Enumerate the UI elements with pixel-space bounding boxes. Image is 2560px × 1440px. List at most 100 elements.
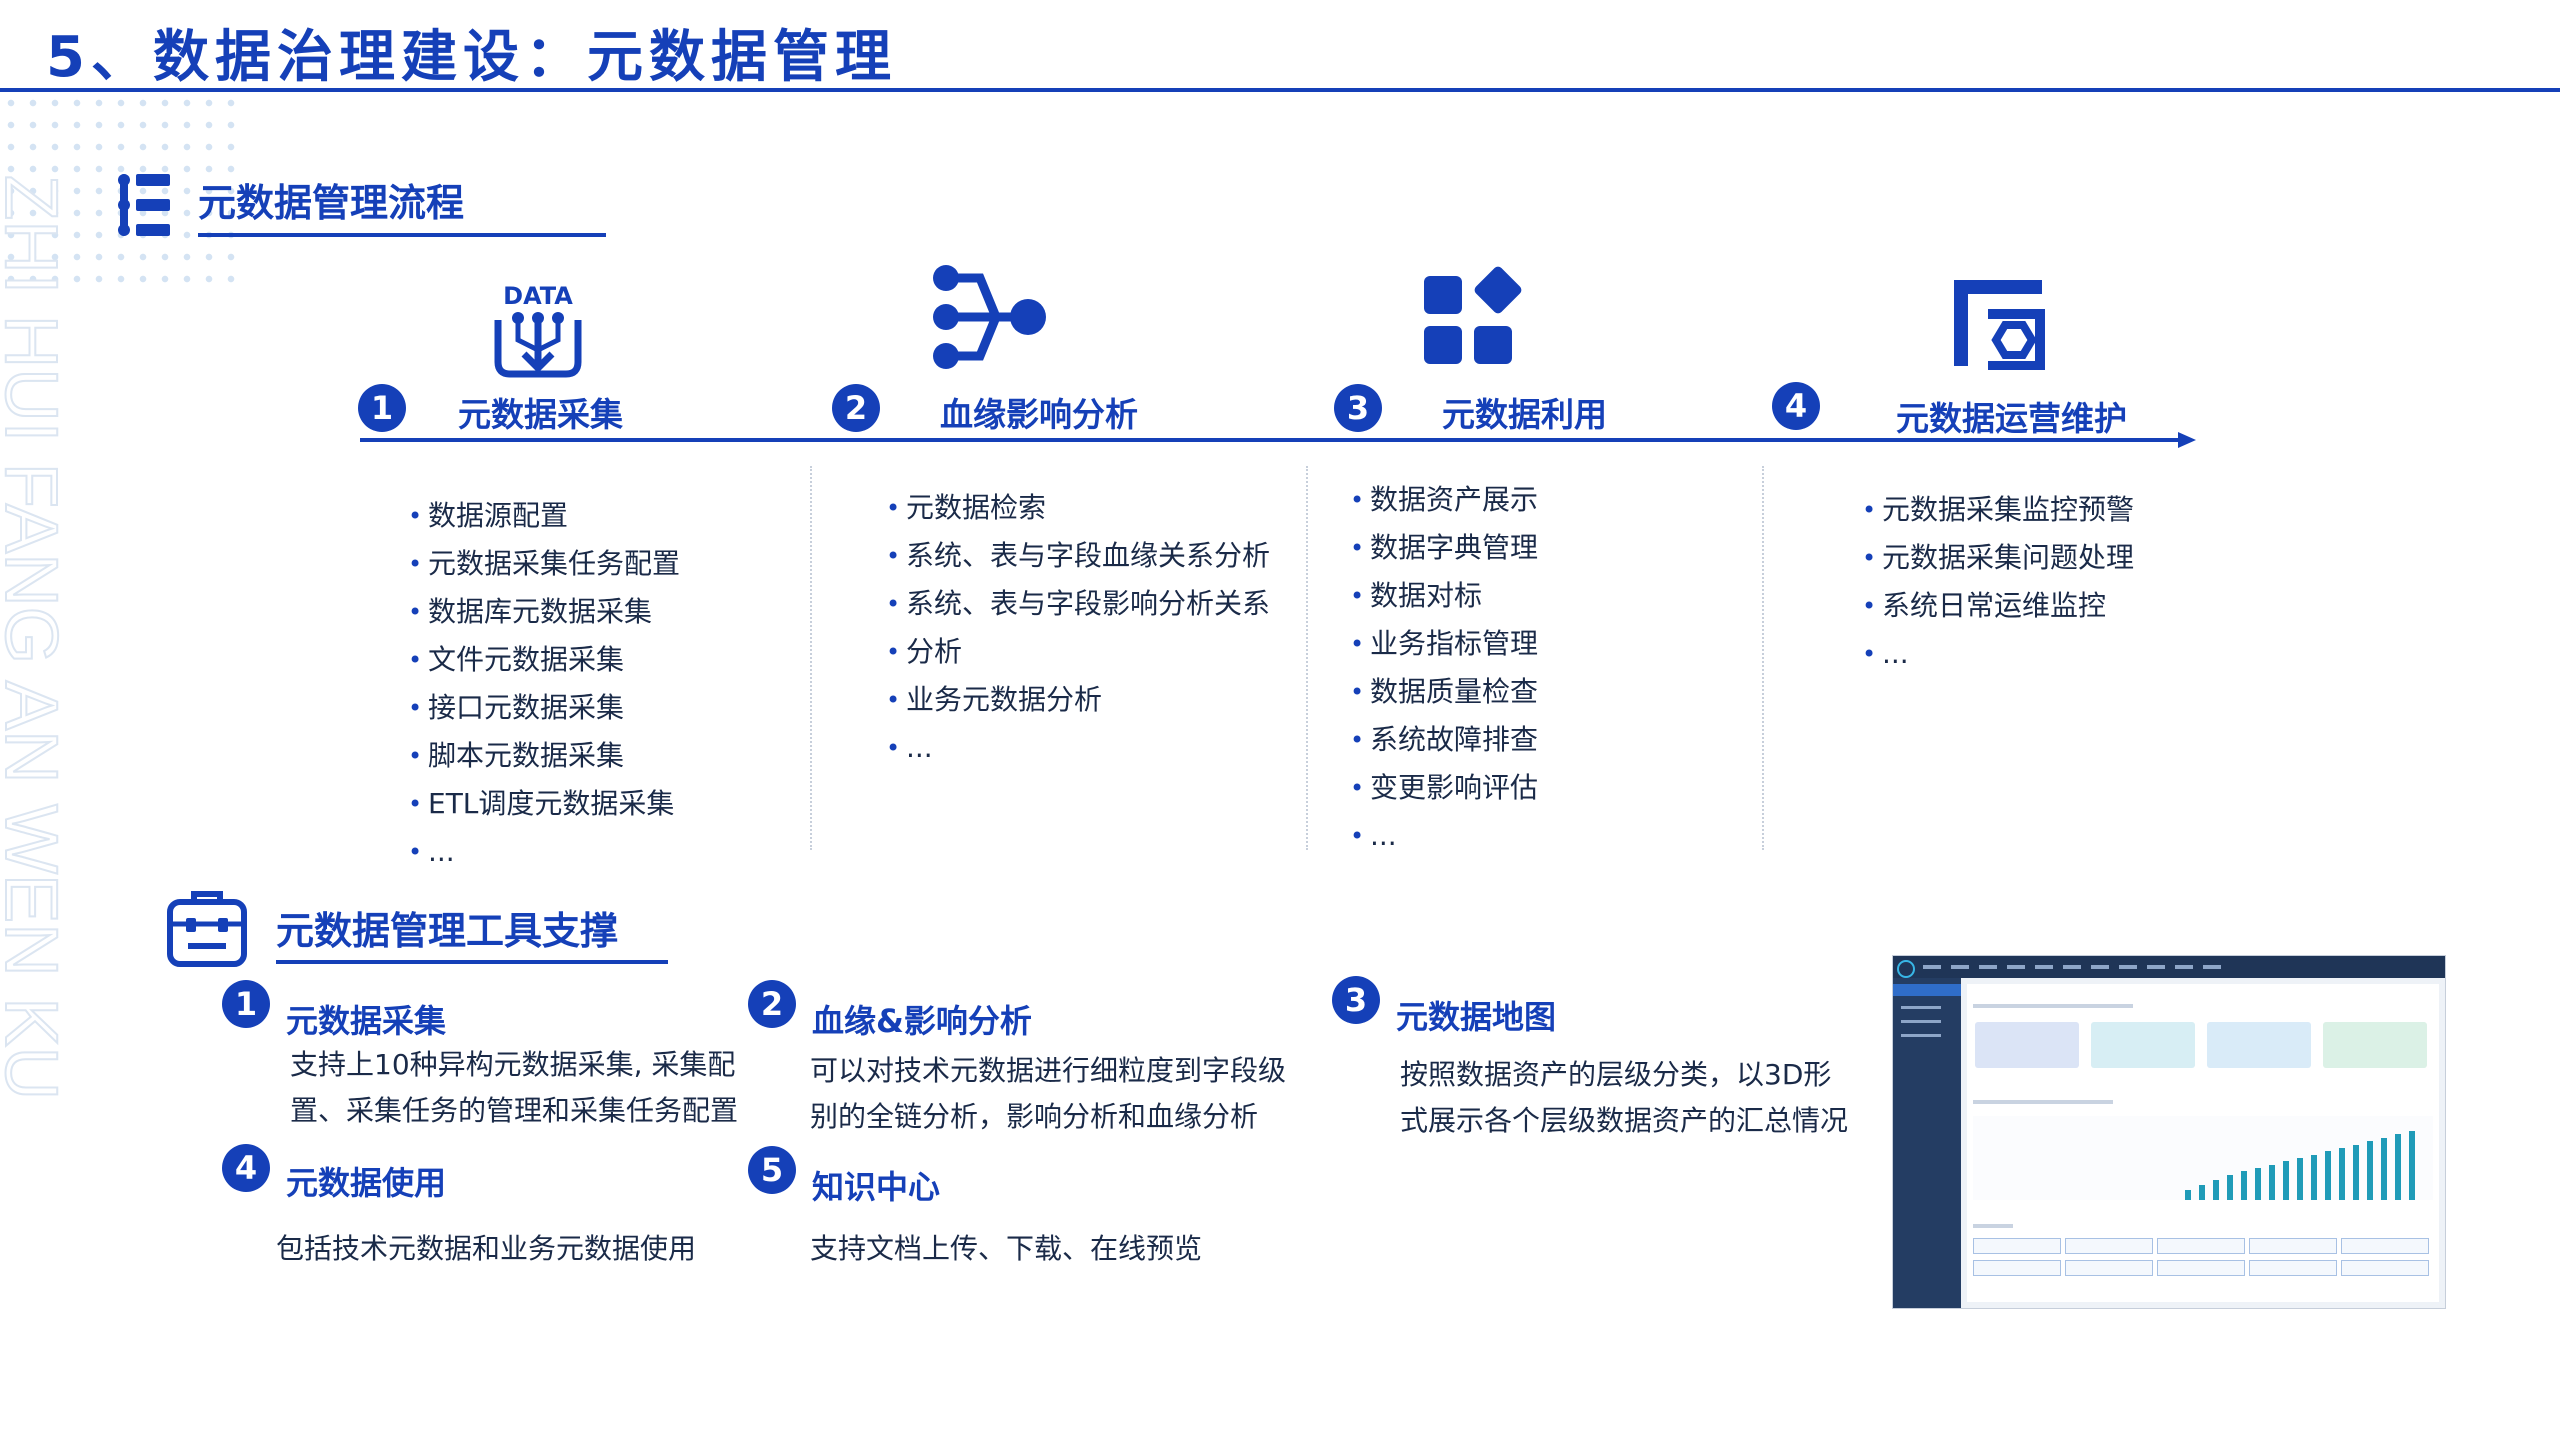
data-icon-label: DATA — [503, 282, 573, 310]
tools-section-rule — [276, 960, 668, 964]
screenshot-bar — [2185, 1190, 2191, 1200]
tool-title-1: 元数据采集 — [286, 1002, 447, 1040]
step-1-list: 数据源配置 元数据采集任务配置 数据库元数据采集 文件元数据采集 接口元数据采集… — [408, 492, 680, 876]
list-item: 系统、表与字段血缘关系分析 — [886, 532, 1270, 580]
page-title: 5、数据治理建设：元数据管理 — [46, 25, 897, 90]
list-item: 接口元数据采集 — [408, 684, 680, 732]
list-item: 元数据采集任务配置 — [408, 540, 680, 588]
column-divider — [810, 466, 812, 850]
screenshot-bar — [2409, 1131, 2415, 1200]
list-item: ... — [1350, 812, 1538, 860]
screenshot-bar — [2269, 1165, 2275, 1200]
screenshot-bar — [2353, 1145, 2359, 1200]
tool-desc-2: 可以对技术元数据进行细粒度到字段级 别的全链分析，影响分析和血缘分析 — [810, 1048, 1330, 1140]
desc-line: 置、采集任务的管理和采集任务配置 — [290, 1094, 739, 1127]
tool-desc-4: 包括技术元数据和业务元数据使用 — [276, 1226, 756, 1272]
tool-badge-4: 4 — [222, 1144, 270, 1192]
list-item: 数据资产展示 — [1350, 476, 1538, 524]
axis-arrow-head — [2178, 432, 2196, 448]
list-item: 分析 — [886, 628, 1270, 676]
list-item: 元数据检索 — [886, 484, 1270, 532]
list-icon — [116, 172, 172, 238]
desc-line: 按照数据资产的层级分类，以3D形 — [1400, 1058, 1832, 1091]
list-item: 数据源配置 — [408, 492, 680, 540]
list-item: 系统日常运维监控 — [1862, 582, 2134, 630]
process-section-title: 元数据管理流程 — [198, 181, 465, 225]
data-collect-icon: DATA — [490, 282, 586, 382]
desc-line: 支持上10种异构元数据采集, 采集配 — [290, 1048, 736, 1081]
list-item: 业务元数据分析 — [886, 676, 1270, 724]
screenshot-bar — [2367, 1141, 2373, 1200]
list-item: 数据对标 — [1350, 572, 1538, 620]
tool-desc-1: 支持上10种异构元数据采集, 采集配 置、采集任务的管理和采集任务配置 — [290, 1042, 760, 1134]
tool-title-3: 元数据地图 — [1396, 998, 1557, 1036]
screenshot-sidebar — [1893, 978, 1961, 1308]
list-item: 系统故障排查 — [1350, 716, 1538, 764]
step-badge-3: 3 — [1334, 384, 1382, 432]
step-label-1: 元数据采集 — [458, 395, 623, 434]
list-item: 元数据采集问题处理 — [1862, 534, 2134, 582]
desc-line: 式展示各个层级数据资产的汇总情况 — [1400, 1104, 1849, 1137]
desc-line: 别的全链分析，影响分析和血缘分析 — [810, 1100, 1259, 1133]
tool-title-5: 知识中心 — [812, 1168, 941, 1206]
screenshot-bar — [2241, 1171, 2247, 1200]
list-item: 数据库元数据采集 — [408, 588, 680, 636]
ops-maintenance-icon — [1948, 274, 2048, 371]
screenshot-bar — [2395, 1134, 2401, 1200]
list-item: 脚本元数据采集 — [408, 732, 680, 780]
screenshot-bar-chart — [1973, 1116, 2433, 1200]
screenshot-bar — [2297, 1158, 2303, 1200]
vertical-watermark: ZHI HUI FANG AN WEN KU — [0, 174, 74, 1101]
screenshot-bar — [2325, 1151, 2331, 1200]
step-label-4: 元数据运营维护 — [1896, 399, 2127, 438]
screenshot-main — [1967, 984, 2439, 1302]
list-item: ETL调度元数据采集 — [408, 780, 680, 828]
step-badge-4: 4 — [1772, 382, 1820, 430]
tool-desc-5: 支持文档上传、下载、在线预览 — [810, 1226, 1290, 1272]
screenshot-bar — [2283, 1161, 2289, 1200]
screenshot-bar — [2255, 1168, 2261, 1200]
title-rule — [0, 88, 2560, 92]
step-3-list: 数据资产展示 数据字典管理 数据对标 业务指标管理 数据质量检查 系统故障排查 … — [1350, 476, 1538, 860]
list-item: ... — [1862, 630, 2134, 678]
tool-title-4: 元数据使用 — [286, 1164, 447, 1202]
process-section-rule — [198, 233, 606, 237]
list-item: 变更影响评估 — [1350, 764, 1538, 812]
screenshot-bar — [2199, 1185, 2205, 1200]
tool-badge-1: 1 — [222, 980, 270, 1028]
tool-badge-5: 5 — [748, 1146, 796, 1194]
list-item: 文件元数据采集 — [408, 636, 680, 684]
screenshot-bar — [2311, 1155, 2317, 1200]
process-axis — [360, 438, 2180, 442]
column-divider — [1762, 466, 1764, 850]
tool-desc-3: 按照数据资产的层级分类，以3D形 式展示各个层级数据资产的汇总情况 — [1400, 1052, 1880, 1144]
list-item: 数据质量检查 — [1350, 668, 1538, 716]
step-4-list: 元数据采集监控预警 元数据采集问题处理 系统日常运维监控 ... — [1862, 486, 2134, 678]
desc-line: 包括技术元数据和业务元数据使用 — [276, 1232, 697, 1265]
apps-grid-icon — [1420, 266, 1530, 370]
tool-badge-3: 3 — [1332, 976, 1380, 1024]
list-item: ... — [886, 724, 1270, 772]
step-label-3: 元数据利用 — [1442, 395, 1607, 434]
list-item: 系统、表与字段影响分析关系 — [886, 580, 1270, 628]
screenshot-bar — [2381, 1138, 2387, 1200]
step-label-2: 血缘影响分析 — [940, 395, 1138, 434]
tool-badge-2: 2 — [748, 980, 796, 1028]
tool-screenshot — [1892, 955, 2446, 1309]
lineage-graph-icon — [930, 262, 1050, 372]
list-item: ... — [408, 828, 680, 876]
list-item: 数据字典管理 — [1350, 524, 1538, 572]
tool-title-2: 血缘&影响分析 — [812, 1002, 1032, 1040]
list-item: 业务指标管理 — [1350, 620, 1538, 668]
screenshot-bar — [2227, 1175, 2233, 1200]
step-badge-2: 2 — [832, 384, 880, 432]
step-2-list: 元数据检索 系统、表与字段血缘关系分析 系统、表与字段影响分析关系 分析 业务元… — [886, 484, 1270, 772]
list-item: 元数据采集监控预警 — [1862, 486, 2134, 534]
screenshot-topbar — [1893, 956, 2445, 978]
desc-line: 支持文档上传、下载、在线预览 — [810, 1232, 1203, 1265]
desc-line: 可以对技术元数据进行细粒度到字段级 — [810, 1054, 1287, 1087]
step-badge-1: 1 — [358, 384, 406, 432]
column-divider — [1306, 466, 1308, 850]
screenshot-bar — [2339, 1148, 2345, 1200]
tools-section-title: 元数据管理工具支撑 — [276, 909, 619, 953]
